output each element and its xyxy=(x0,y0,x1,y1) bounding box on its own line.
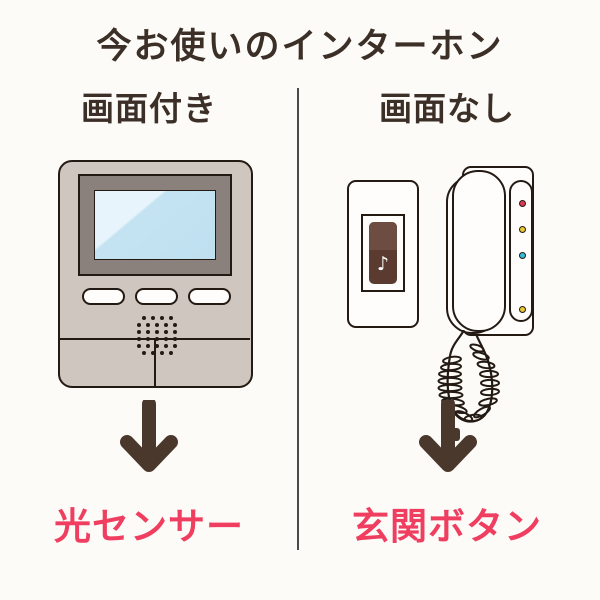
led-amber-indicator xyxy=(519,226,526,233)
right-column-caption: 玄関ボタン xyxy=(352,505,542,548)
speaker-hole xyxy=(146,330,150,334)
monitor-bottom-panels xyxy=(60,338,250,387)
speaker-hole xyxy=(146,323,150,327)
intercom-indicator-strip xyxy=(509,180,533,322)
speaker-hole xyxy=(168,351,173,355)
column-divider xyxy=(297,88,299,550)
left-column-subtitle: 画面付き xyxy=(81,89,217,128)
music-note-icon: ♪ xyxy=(376,253,390,276)
monitor-screen xyxy=(94,190,216,260)
speaker-hole xyxy=(159,316,164,320)
chime-press-button[interactable]: ♪ xyxy=(369,222,397,284)
speaker-hole xyxy=(150,316,155,320)
speaker-hole xyxy=(173,323,177,327)
speaker-hole xyxy=(155,344,159,348)
monitor-button-2[interactable] xyxy=(135,288,178,305)
monitor-button-3[interactable] xyxy=(188,288,231,305)
speaker-hole xyxy=(155,323,159,327)
led-yellow-indicator xyxy=(519,306,526,313)
down-arrow-right-icon xyxy=(418,397,478,475)
speaker-hole xyxy=(173,330,177,334)
speaker-hole xyxy=(146,344,150,348)
monitor-intercom-device xyxy=(58,160,253,388)
left-column-caption: 光センサー xyxy=(54,505,244,548)
speaker-hole xyxy=(164,330,168,334)
speaker-hole xyxy=(137,344,141,348)
doorbell-chime-plate: ♪ xyxy=(347,180,419,328)
intercom-handset[interactable] xyxy=(452,170,506,332)
monitor-screen-bezel xyxy=(78,174,232,276)
speaker-hole xyxy=(168,316,173,320)
speaker-hole xyxy=(155,330,159,334)
speaker-hole xyxy=(150,351,155,355)
handset-intercom-device xyxy=(446,166,534,336)
monitor-button-1[interactable] xyxy=(82,288,125,305)
down-arrow-left-icon xyxy=(119,397,179,475)
led-cyan-indicator xyxy=(519,252,526,259)
handset-coiled-cord xyxy=(430,329,510,440)
monitor-panel-divider xyxy=(154,340,156,387)
led-red-indicator xyxy=(519,200,526,207)
speaker-hole xyxy=(164,344,168,348)
chime-button-frame: ♪ xyxy=(361,214,405,292)
chime-button-highlight xyxy=(369,222,397,250)
page-title: 今お使いのインターホン xyxy=(96,27,504,67)
speaker-hole xyxy=(141,351,146,355)
speaker-hole xyxy=(159,351,164,355)
speaker-hole xyxy=(141,316,146,320)
right-column-subtitle: 画面なし xyxy=(379,89,515,128)
speaker-hole xyxy=(173,344,177,348)
speaker-hole xyxy=(137,330,141,334)
monitor-button-row xyxy=(82,288,232,305)
speaker-hole xyxy=(164,323,168,327)
speaker-hole xyxy=(137,323,141,327)
